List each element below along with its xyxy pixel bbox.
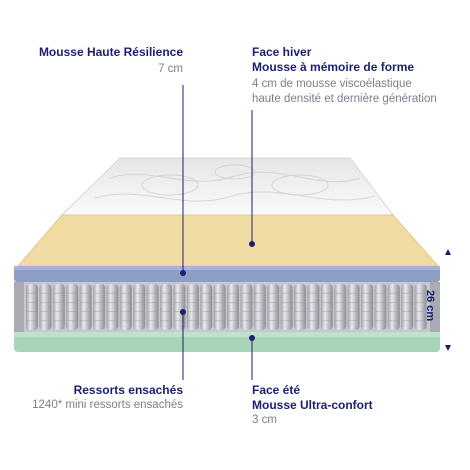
- label-memory-foam-desc2: haute densité et dernière génération: [252, 93, 437, 105]
- marker-memory-foam: [249, 241, 255, 247]
- pocket-spring: [39, 284, 52, 330]
- marker-springs: [180, 309, 186, 315]
- label-hr-foam-title: Mousse Haute Résilience: [38, 45, 183, 59]
- pocket-spring: [267, 284, 280, 330]
- label-memory-foam-desc1: 4 cm de mousse viscoélastique: [252, 78, 412, 90]
- pocket-spring: [374, 284, 387, 330]
- pocket-spring: [200, 284, 213, 330]
- pocket-spring: [52, 284, 65, 330]
- pocket-spring: [361, 284, 373, 330]
- pocket-spring: [294, 284, 306, 330]
- pocket-spring: [401, 284, 414, 330]
- pocket-spring: [347, 284, 360, 330]
- pocket-spring: [133, 284, 146, 330]
- label-hr-foam: Mousse Haute Résilience 7 cm: [20, 45, 183, 77]
- pocket-spring: [213, 284, 226, 330]
- pocket-spring: [173, 284, 186, 330]
- pocket-spring: [307, 284, 320, 330]
- pocket-springs: [26, 284, 427, 330]
- pocket-spring: [414, 284, 427, 330]
- label-springs: Ressorts ensachés 1240* mini ressorts en…: [0, 383, 183, 413]
- memory-foam-layer: [16, 214, 440, 267]
- height-arrow-up-icon: [445, 249, 451, 255]
- label-summer-foam-title1: Face été: [252, 383, 301, 397]
- pocket-spring: [253, 284, 266, 330]
- label-memory-foam: Face hiver Mousse à mémoire de forme 4 c…: [252, 45, 437, 107]
- quilt-pattern: [94, 164, 376, 202]
- label-springs-desc: 1240* mini ressorts ensachés: [32, 399, 183, 411]
- pocket-spring: [387, 284, 400, 330]
- pocket-spring: [79, 284, 92, 330]
- pocket-spring: [119, 284, 132, 330]
- pocket-spring: [106, 284, 119, 330]
- pocket-spring: [26, 284, 38, 330]
- label-summer-foam: Face été Mousse Ultra-confort 3 cm: [252, 383, 373, 428]
- pocket-spring: [334, 284, 347, 330]
- label-hr-foam-desc: 7 cm: [158, 63, 183, 75]
- height-arrow-down-icon: [445, 345, 451, 351]
- height-dimension-label: 26 cm: [424, 290, 436, 322]
- pocket-spring: [186, 284, 199, 330]
- label-memory-foam-title1: Face hiver: [252, 45, 312, 59]
- label-memory-foam-title2: Mousse à mémoire de forme: [252, 60, 415, 74]
- marker-summer-foam: [249, 335, 255, 341]
- pocket-spring: [146, 284, 159, 330]
- pocket-spring: [240, 284, 253, 330]
- pocket-spring: [320, 284, 333, 330]
- pocket-spring: [93, 284, 105, 330]
- pocket-spring: [280, 284, 293, 330]
- label-summer-foam-title2: Mousse Ultra-confort: [252, 398, 373, 412]
- marker-hr-foam: [180, 270, 186, 276]
- pocket-spring: [227, 284, 239, 330]
- label-springs-title: Ressorts ensachés: [73, 383, 183, 397]
- label-summer-foam-desc: 3 cm: [252, 414, 277, 426]
- pocket-spring: [160, 284, 172, 330]
- pocket-spring: [66, 284, 79, 330]
- quilted-top-cover: [60, 157, 395, 216]
